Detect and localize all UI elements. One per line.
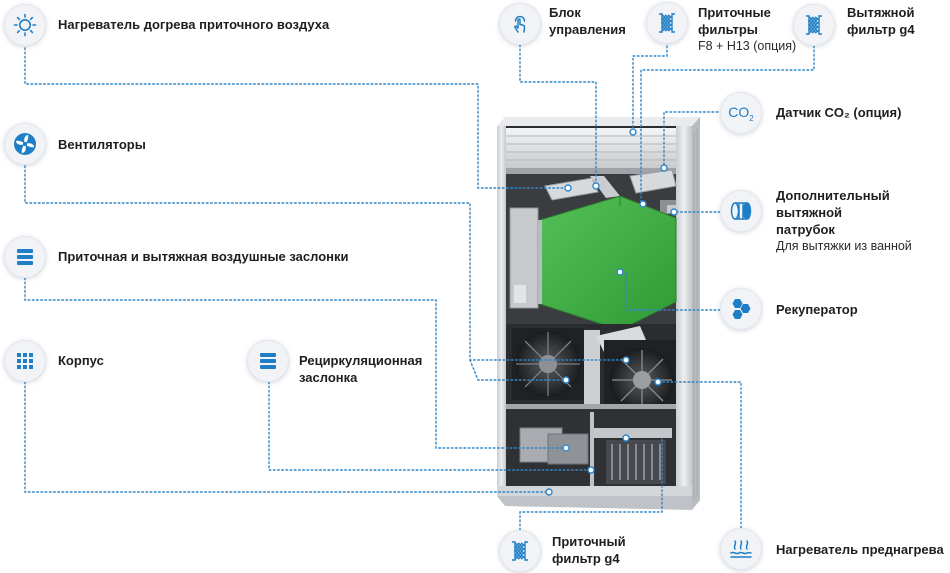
marker-dampers <box>562 444 570 452</box>
exhaust-filter-label-line1: Вытяжной <box>847 5 915 20</box>
marker-housing <box>545 488 553 496</box>
co2-icon-sub: 2 <box>749 113 754 123</box>
marker-recuperator <box>616 268 624 276</box>
control-label: Блок управления <box>549 4 626 38</box>
extra-exhaust-label-line3: патрубок <box>776 222 835 237</box>
dampers-label: Приточная и вытяжная воздушные заслонки <box>58 249 349 264</box>
filter-icon <box>793 4 835 46</box>
marker-reheater <box>564 184 572 192</box>
reheater-label: Нагреватель догрева приточного воздуха <box>58 17 330 32</box>
pipe-icon <box>720 190 762 232</box>
leader-recuperator <box>619 271 721 311</box>
hexagon-icon <box>720 288 762 330</box>
leader-supply-filters <box>632 41 668 133</box>
touch-icon <box>499 3 541 45</box>
extra-exhaust-sub: Для вытяжки из ванной <box>776 239 912 253</box>
supply-filters-label-line2: фильтры <box>698 22 758 37</box>
filter-icon <box>646 2 688 44</box>
exhaust-filter-label: Вытяжной фильтр g4 <box>847 4 915 38</box>
damper-icon <box>4 236 46 278</box>
marker-fans-1 <box>622 356 630 364</box>
supply-filters-label: Приточные фильтры F8 + H13 (опция) <box>698 4 796 55</box>
damper-icon <box>247 340 289 382</box>
leader-fans-2 <box>469 359 567 381</box>
filter-icon <box>499 530 541 572</box>
marker-co2 <box>660 164 668 172</box>
leader-exhaust-filter <box>640 45 815 205</box>
marker-control <box>592 182 600 190</box>
marker-recirculation <box>587 466 595 474</box>
recirculation-label: Рециркуляционная заслонка <box>299 352 422 386</box>
sun-icon <box>4 4 46 46</box>
recuperator-block <box>538 195 677 331</box>
marker-fans-2 <box>562 376 570 384</box>
recirculation-label-line2: заслонка <box>299 370 358 385</box>
leader-fans <box>24 165 627 361</box>
supply-filters-sub: F8 + H13 (опция) <box>698 39 797 53</box>
top-module <box>506 128 676 174</box>
recuperator-label: Рекуператор <box>776 302 858 317</box>
supply-filter-g4-label-line2: фильтр g4 <box>552 551 620 566</box>
supply-filter-g4-label: Приточный фильтр g4 <box>552 533 626 567</box>
extra-exhaust-label: Дополнительный вытяжной патрубок Для выт… <box>776 187 912 255</box>
leader-housing <box>24 381 550 493</box>
leader-control <box>519 44 597 187</box>
supply-filter-g4-label-line1: Приточный <box>552 534 626 549</box>
leader-supply-filter-g4 <box>519 437 663 531</box>
leader-dampers <box>24 277 567 449</box>
exhaust-filter-label-line2: фильтр g4 <box>847 22 915 37</box>
leader-co2 <box>663 111 723 169</box>
grid-icon <box>4 340 46 382</box>
housing-label: Корпус <box>58 353 104 368</box>
extra-exhaust-label-line2: вытяжной <box>776 205 843 220</box>
recirculation-label-line1: Рециркуляционная <box>299 353 423 368</box>
lower-chamber <box>506 324 676 412</box>
supply-filters-label-line1: Приточные <box>698 5 771 20</box>
marker-supply-filters <box>629 128 637 136</box>
co2-label: Датчик CO₂ (опция) <box>776 105 902 120</box>
co2-icon-text: CO <box>728 103 750 120</box>
control-label-line1: Блок <box>549 5 581 20</box>
heater-icon <box>720 528 762 570</box>
marker-preheater <box>654 378 662 386</box>
fans-label: Вентиляторы <box>58 137 146 152</box>
control-label-line2: управления <box>549 22 626 37</box>
extra-exhaust-label-line1: Дополнительный <box>776 188 890 203</box>
co2-icon: CO2 <box>720 92 762 134</box>
preheater-label: Нагреватель преднагрева <box>776 542 944 557</box>
marker-exhaust-filter <box>639 200 647 208</box>
marker-supply-filter-g4 <box>622 434 630 442</box>
leader-reheater <box>24 47 569 189</box>
leader-preheater <box>657 381 742 529</box>
marker-extra-exhaust <box>670 208 678 216</box>
leader-recirculation <box>268 381 592 471</box>
fan-icon <box>4 123 46 165</box>
